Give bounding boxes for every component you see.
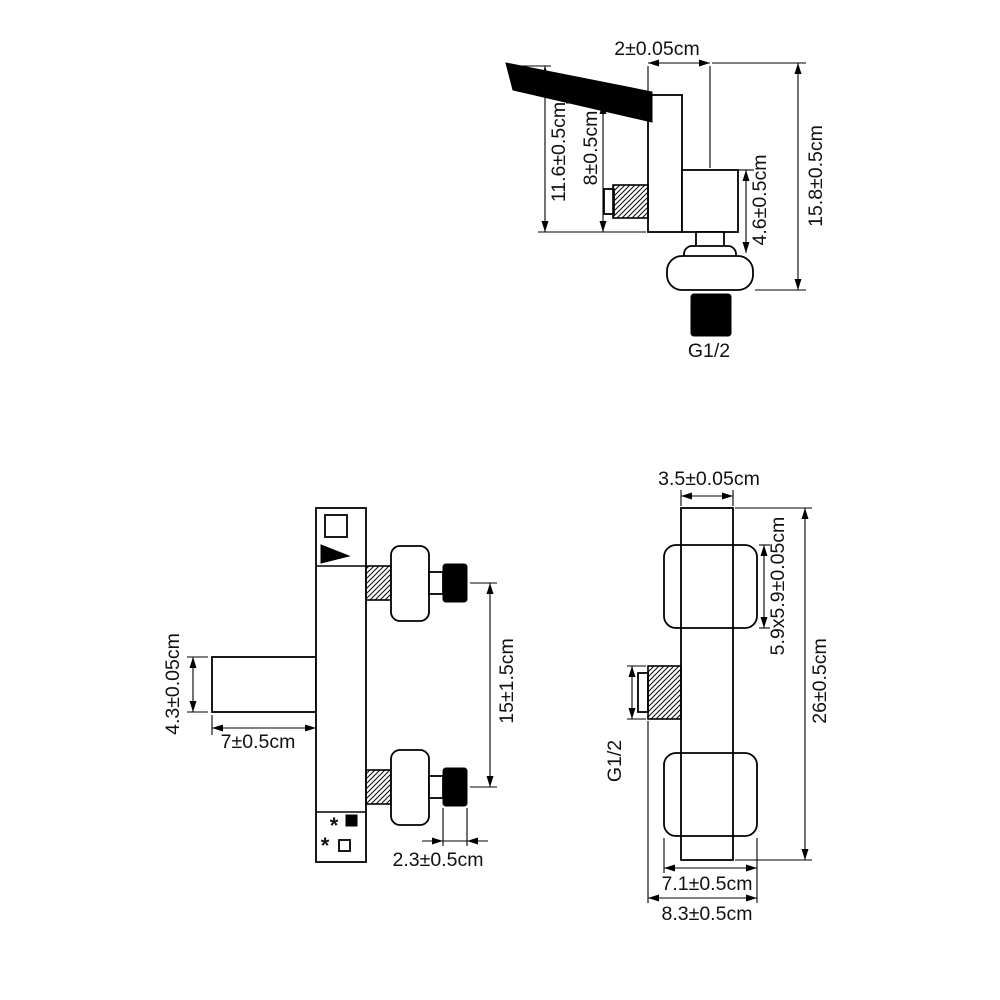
bracket-slot — [324, 514, 348, 538]
dim-pad-depth-lines — [663, 838, 758, 903]
dim-column-height-lines — [735, 507, 812, 861]
inlet-thread — [612, 184, 649, 219]
valve-riser — [647, 94, 683, 233]
outlet-thread — [690, 293, 732, 337]
cold-mark-icon: * — [330, 813, 339, 838]
handle-lever — [505, 62, 653, 123]
valve-stem-top — [428, 571, 444, 595]
dim-spout-length-label: 7±0.5cm — [221, 731, 296, 753]
dim-knob-width-lines — [422, 808, 488, 846]
thread-size-label-top: G1/2 — [688, 340, 730, 362]
dim-body-height-label: 4.6±0.5cm — [749, 155, 771, 246]
valve-stem-bottom — [428, 775, 444, 799]
dim-pad-size-label: 5.9x5.9±0.05cm — [767, 517, 789, 656]
dim-total-height-lines — [712, 62, 806, 291]
valve-flange-top — [390, 545, 430, 622]
inlet-thread-side — [647, 665, 682, 720]
hot-mark-icon: * — [321, 833, 330, 858]
dim-knob-width-label: 2.3±0.5cm — [393, 849, 484, 871]
dim-handle-drop-lines — [566, 102, 609, 232]
dim-column-width-label: 3.5±0.05cm — [658, 468, 760, 490]
inlet-cap-side — [637, 672, 649, 713]
dim-handle-drop-label: 8±0.5cm — [580, 111, 602, 186]
valve-flange-bottom — [390, 749, 430, 826]
cold-mark-square — [338, 839, 351, 852]
top-view: G1/2 2±0.05cm 15.8±0.5cm 4.6±0.5cm 8±0.5… — [505, 38, 827, 362]
valve-knob-top — [442, 563, 468, 603]
dim-total-depth-label: 8.3±0.5cm — [662, 903, 753, 925]
wall-pad-top — [663, 544, 758, 629]
dim-total-depth-lines — [647, 721, 757, 903]
mixer-column — [315, 507, 367, 863]
valve-thread-bottom — [365, 769, 392, 805]
dim-column-width-lines — [680, 490, 734, 506]
dim-top-width-lines — [647, 59, 711, 168]
bracket-wedge — [320, 544, 351, 564]
hot-mark-square — [345, 814, 358, 827]
thread-size-label-side: G1/2 — [604, 740, 626, 782]
column-side — [680, 507, 734, 861]
side-view: 3.5±0.05cm 5.9x5.9±0.05cm 26±0.5cm G1/2 … — [604, 468, 831, 925]
dim-spout-height-label: 4.3±0.05cm — [162, 633, 184, 735]
wall-pad-bottom — [663, 752, 758, 837]
escutcheon-flange — [666, 255, 754, 291]
spout — [211, 656, 317, 713]
dim-spout-length-lines — [211, 715, 316, 735]
dim-top-width-label: 2±0.05cm — [614, 38, 700, 60]
dim-spout-height-lines — [187, 656, 208, 713]
valve-thread-top — [365, 565, 392, 601]
dim-pad-depth-label: 7.1±0.5cm — [662, 873, 753, 895]
dim-valve-spacing-lines — [470, 582, 497, 788]
dim-valve-spacing-label: 15±1.5cm — [496, 638, 518, 724]
dim-handle-height-label: 11.6±0.5cm — [548, 102, 570, 202]
dim-pad-size-lines — [759, 544, 770, 629]
front-view: * * 4.3±0.05cm 7±0.5cm 15±1.5cm 2.3±0.5c — [162, 507, 518, 871]
valve-knob-bottom — [442, 767, 468, 807]
dim-inlet-thread-lines — [627, 665, 646, 720]
dim-body-height-lines — [738, 169, 754, 253]
valve-body — [681, 169, 739, 233]
dim-total-height-label: 15.8±0.5cm — [805, 125, 827, 227]
dim-column-height-label: 26±0.5cm — [809, 638, 831, 724]
dim-handle-height-lines — [511, 65, 646, 233]
